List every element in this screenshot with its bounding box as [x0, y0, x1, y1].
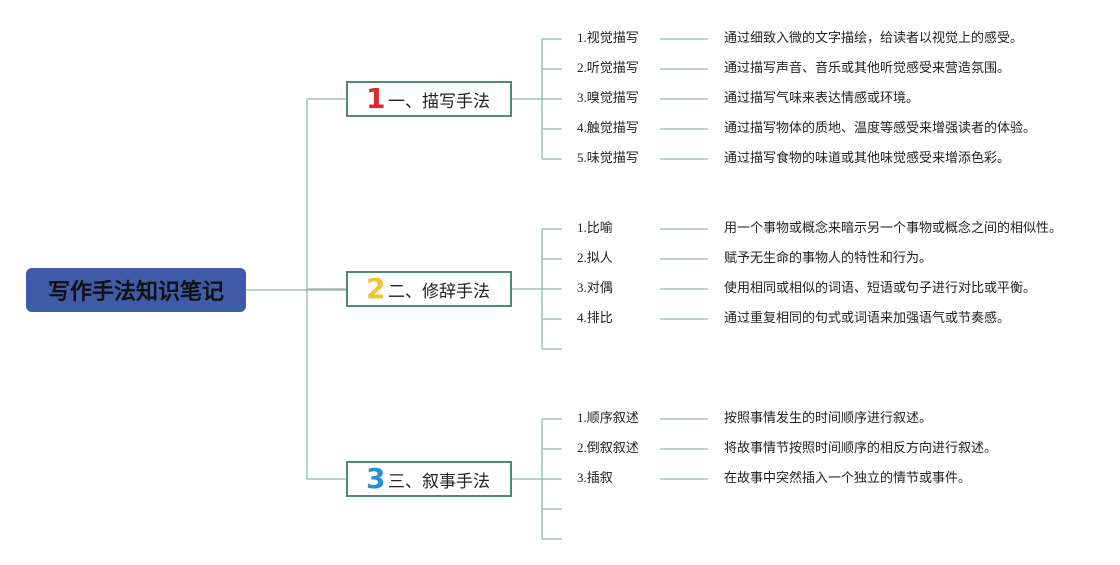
branch-number: 2 — [366, 272, 386, 305]
branch-number: 3 — [366, 462, 386, 495]
branch-label: 一、描写手法 — [388, 91, 490, 112]
leaf-label[interactable]: 3.插叙 — [577, 470, 613, 485]
leaf-description: 通过细致入微的文字描绘，给读者以视觉上的感受。 — [724, 30, 1024, 45]
leaf-description: 按照事情发生的时间顺序进行叙述。 — [724, 410, 933, 425]
leaf-description: 将故事情节按照时间顺序的相反方向进行叙述。 — [724, 440, 998, 455]
leaf-label[interactable]: 1.比喻 — [577, 220, 613, 235]
leaf-description: 通过描写物体的质地、温度等感受来增强读者的体验。 — [724, 120, 1037, 135]
branch-label: 二、修辞手法 — [388, 281, 490, 302]
leaf-description: 用一个事物或概念来暗示另一个事物或概念之间的相似性。 — [724, 220, 1063, 235]
root-title: 写作手法知识笔记 — [47, 280, 224, 305]
leaf-label[interactable]: 4.排比 — [577, 310, 613, 325]
leaf-label[interactable]: 3.嗅觉描写 — [577, 90, 639, 105]
leaf-label[interactable]: 4.触觉描写 — [577, 120, 639, 135]
leaf-description: 赋予无生命的事物人的特性和行为。 — [724, 250, 933, 265]
leaf-description: 通过重复相同的句式或词语来加强语气或节奏感。 — [724, 310, 1011, 325]
leaf-description: 通过描写食物的味道或其他味觉感受来增添色彩。 — [724, 150, 1011, 165]
leaf-description: 通过描写气味来表达情感或环境。 — [724, 90, 920, 105]
leaf-label[interactable]: 1.顺序叙述 — [577, 410, 639, 425]
branch-label: 三、叙事手法 — [388, 471, 490, 492]
leaf-label[interactable]: 1.视觉描写 — [577, 30, 639, 45]
leaf-label[interactable]: 2.倒叙叙述 — [577, 440, 639, 455]
leaf-label[interactable]: 5.味觉描写 — [577, 150, 639, 165]
leaf-label[interactable]: 2.拟人 — [577, 250, 613, 265]
branch-number: 1 — [366, 82, 386, 115]
leaf-description: 使用相同或相似的词语、短语或句子进行对比或平衡。 — [724, 280, 1037, 295]
leaf-label[interactable]: 2.听觉描写 — [577, 60, 639, 75]
leaf-description: 在故事中突然插入一个独立的情节或事件。 — [724, 470, 972, 485]
root-node[interactable]: 写作手法知识笔记 — [26, 268, 246, 312]
leaf-label[interactable]: 3.对偶 — [577, 280, 613, 295]
leaf-description: 通过描写声音、音乐或其他听觉感受来营造氛围。 — [724, 60, 1011, 75]
